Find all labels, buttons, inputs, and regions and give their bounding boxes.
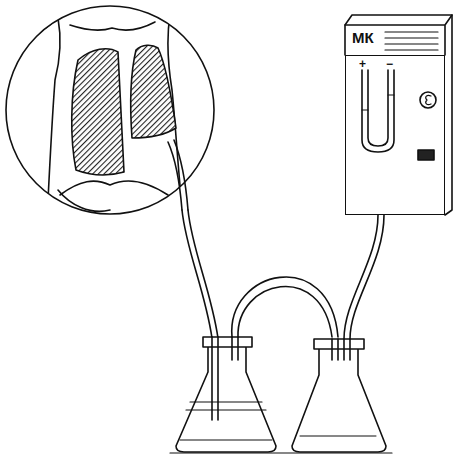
connecting-tube (232, 277, 338, 337)
pressure-sign: + (359, 58, 366, 70)
device-plate-lines (385, 32, 438, 50)
suction-tube (344, 215, 378, 339)
drain-tube (168, 142, 182, 210)
device-box: МК (345, 55, 445, 215)
table-line (170, 452, 392, 453)
pressure-sign: − (386, 58, 393, 70)
chest-outline (8, 15, 215, 211)
collection-flask (176, 345, 276, 452)
drain-tube (182, 210, 212, 338)
trap-flask (292, 347, 386, 452)
right-lung (131, 45, 176, 138)
dial (420, 92, 436, 108)
device-label: МК (352, 29, 374, 46)
magnifier-circle (6, 6, 214, 214)
manometer (362, 70, 394, 152)
left-lung (72, 49, 124, 175)
switch (418, 150, 434, 160)
device-housing (345, 15, 452, 215)
